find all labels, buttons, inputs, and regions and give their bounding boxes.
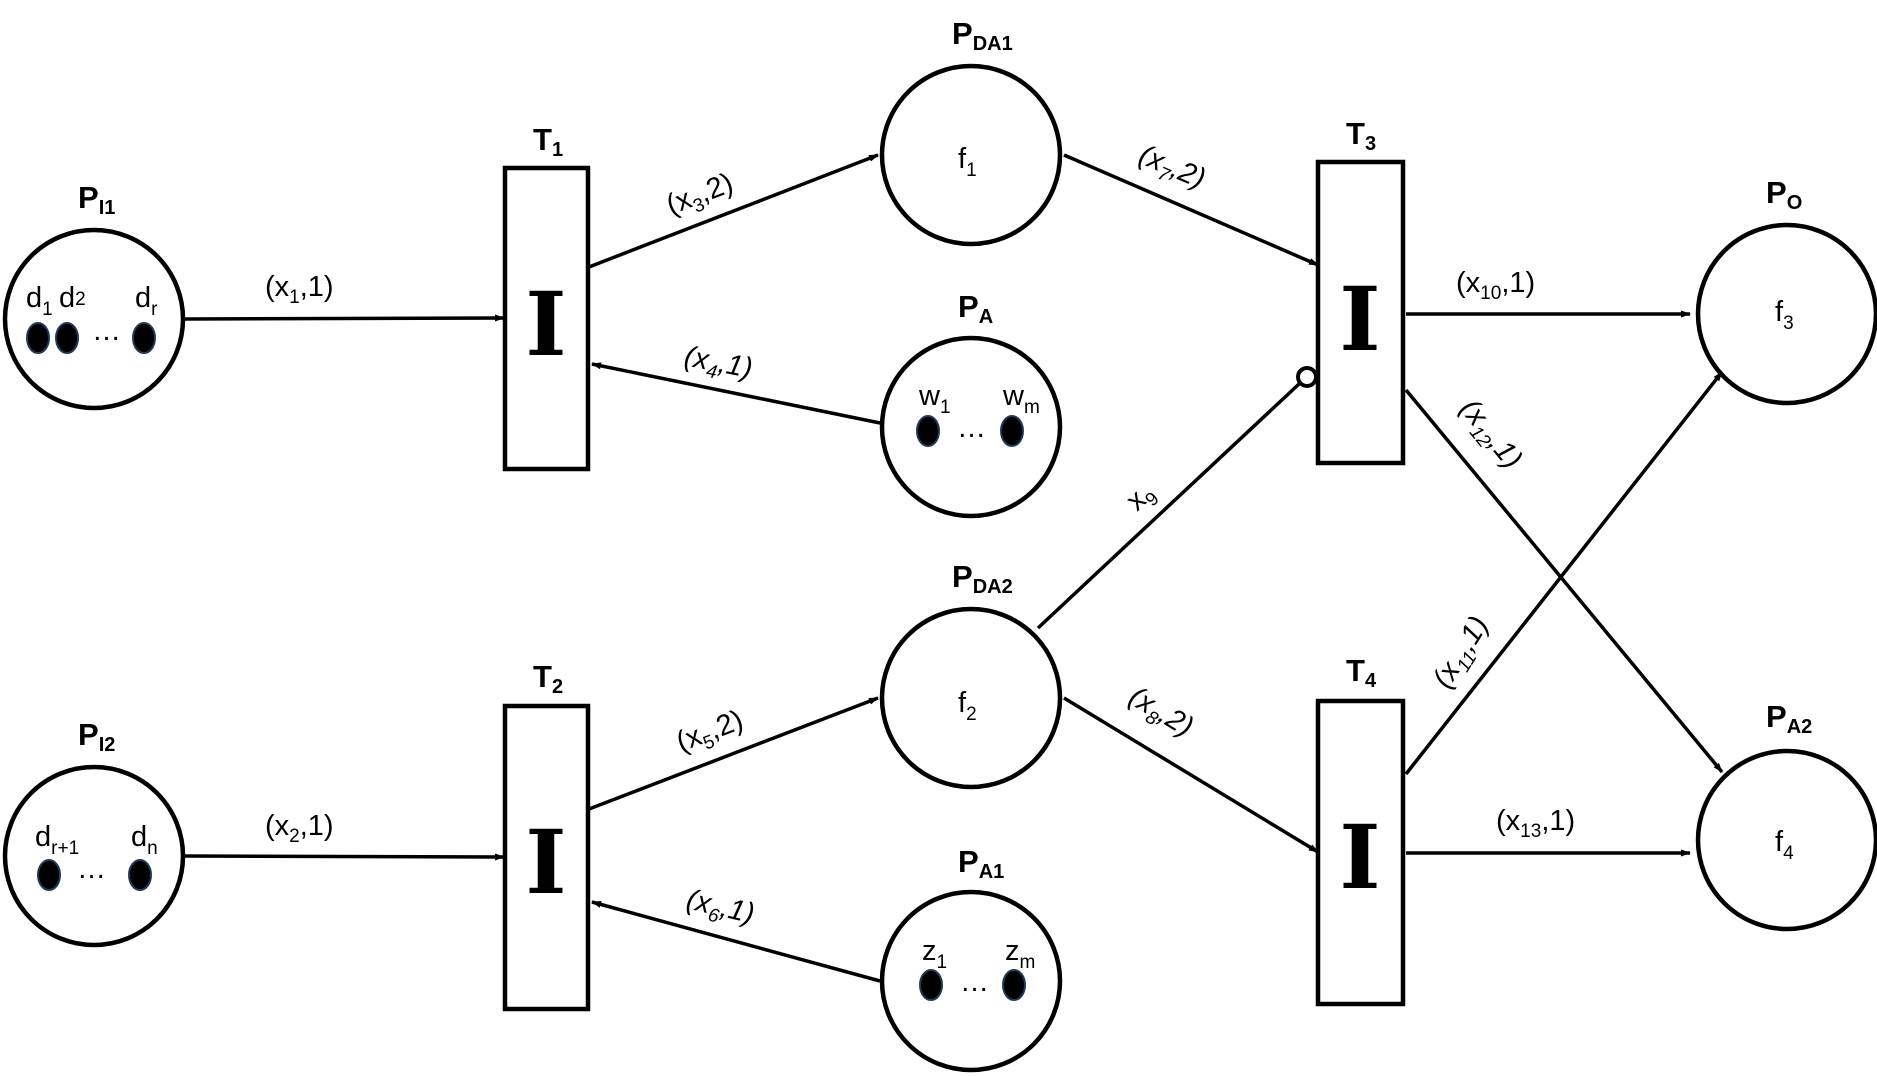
- arc-label-x5: (x5,2): [672, 704, 749, 763]
- transition-t4-symbol: I: [1339, 805, 1380, 909]
- place-pa-label: PA: [958, 289, 993, 328]
- place-pa2: PA2 f4: [1695, 699, 1877, 932]
- inhibitor-circle: [1296, 366, 1318, 388]
- arc-label-x1: (x1,1): [265, 271, 334, 308]
- token-d1: [26, 322, 50, 354]
- token-label-dn: dn: [131, 821, 158, 859]
- arc-t4-po: [1404, 370, 1724, 776]
- transition-t1-label: T1: [533, 122, 563, 161]
- token-label-d1: d1: [26, 282, 53, 320]
- place-pi1: PI1 d1 d2 dr …: [2, 180, 186, 411]
- arc-t3-pa2: [1404, 388, 1724, 774]
- arc-pa1-t2: [591, 900, 881, 983]
- place-po-circle: [1695, 222, 1877, 406]
- place-pda2-label: PDA2: [952, 559, 1013, 598]
- transition-t4-box: [1315, 698, 1406, 1007]
- place-pa2-label: PA2: [1766, 699, 1812, 738]
- token-label-dr1: dr+1: [35, 821, 79, 859]
- place-pda2-circle: [879, 606, 1063, 790]
- place-po: PO f3: [1695, 175, 1877, 406]
- token-dr: [132, 322, 156, 354]
- place-pda1: PDA1 f1: [879, 16, 1063, 247]
- token-label-dr: dr: [135, 282, 158, 320]
- transition-t3-symbol: I: [1339, 267, 1380, 371]
- arc-label-x10: (x10,1): [1456, 267, 1535, 304]
- tokens-ellipsis: …: [92, 315, 121, 347]
- token-label-d2: d2: [59, 282, 86, 314]
- arc-label-x6: (x6,1): [682, 884, 757, 935]
- transition-t3-box: [1315, 159, 1406, 466]
- token-label-zm: zm: [1005, 935, 1035, 973]
- places: PI1 d1 d2 dr … PI2 dr+1 dn … PDA1 f1: [2, 16, 1877, 1073]
- token-label-z1: z1: [922, 935, 947, 973]
- token-dn: [128, 859, 152, 891]
- arc-pda2-t3-inhibitor: [1036, 382, 1301, 630]
- transition-t2-box: [502, 703, 591, 1012]
- place-po-label: PO: [1766, 175, 1802, 214]
- arc-pa-t1: [591, 362, 881, 425]
- place-pda2: PDA2 f2: [879, 559, 1063, 790]
- arc-label-x2: (x2,1): [265, 810, 334, 847]
- token-zm: [1002, 969, 1026, 1001]
- token-z1: [919, 969, 943, 1001]
- token-label-wm: wm: [1002, 380, 1040, 418]
- transition-t3: T3 I: [1315, 116, 1406, 466]
- transition-t1: T1 I: [502, 122, 591, 472]
- token-w1: [916, 415, 940, 447]
- transition-t2-label: T2: [533, 659, 563, 698]
- arc-pi1-t1: [184, 314, 505, 322]
- place-pa: PA w1 wm …: [879, 289, 1063, 519]
- arc-label-x13: (x13,1): [1496, 805, 1575, 842]
- arc-label-x12: (x12,1): [1450, 393, 1529, 478]
- token-label-w1: w1: [918, 380, 951, 418]
- place-pa2-content: f4: [1775, 826, 1794, 864]
- place-pi2-label: PI2: [78, 717, 115, 756]
- transition-t3-label: T3: [1346, 116, 1376, 155]
- place-pda2-content: f2: [958, 687, 977, 725]
- arc-pda1-t3: [1063, 153, 1319, 267]
- transition-t2: T2 I: [502, 659, 591, 1012]
- token-d2: [55, 322, 79, 354]
- transition-t1-box: [502, 165, 591, 472]
- arc-pda2-t4: [1063, 696, 1319, 854]
- arc-label-x4: (x4,1): [681, 340, 755, 389]
- token-wm: [1000, 415, 1024, 447]
- tokens-ellipsis: …: [960, 966, 989, 998]
- place-pda1-label: PDA1: [952, 16, 1013, 55]
- place-pi1-label: PI1: [78, 180, 115, 219]
- place-po-content: f3: [1775, 296, 1794, 334]
- arc-t1-pda1: [588, 153, 879, 269]
- place-pi1-circle: [2, 227, 186, 411]
- place-pa2-circle: [1695, 748, 1877, 932]
- arc-label-x11: (x11,1): [1427, 611, 1500, 697]
- place-pi2: PI2 dr+1 dn …: [2, 717, 186, 948]
- arc-t2-pda2: [588, 696, 879, 811]
- transition-t4-label: T4: [1346, 653, 1377, 692]
- arc-label-x3: (x3,2): [662, 167, 739, 226]
- transition-t4: T4 I: [1315, 653, 1406, 1007]
- transition-t1-symbol: I: [525, 272, 566, 376]
- arc-label-x9: x9: [1120, 477, 1164, 521]
- tokens-ellipsis: …: [77, 853, 106, 885]
- transition-t2-symbol: I: [525, 810, 566, 914]
- token-dr1: [37, 859, 61, 891]
- place-pa1-label: PA1: [958, 844, 1004, 883]
- place-pda1-circle: [879, 63, 1063, 247]
- place-pa1-circle: [879, 889, 1063, 1073]
- place-pa1: PA1 z1 zm …: [879, 844, 1063, 1073]
- place-pa-circle: [879, 335, 1063, 519]
- place-pi2-circle: [2, 764, 186, 948]
- transitions: T1 I T2 I T3 I T4 I: [502, 116, 1406, 1012]
- place-pda1-content: f1: [958, 143, 977, 181]
- tokens-ellipsis: …: [957, 412, 986, 444]
- arc-pi2-t2: [184, 853, 505, 861]
